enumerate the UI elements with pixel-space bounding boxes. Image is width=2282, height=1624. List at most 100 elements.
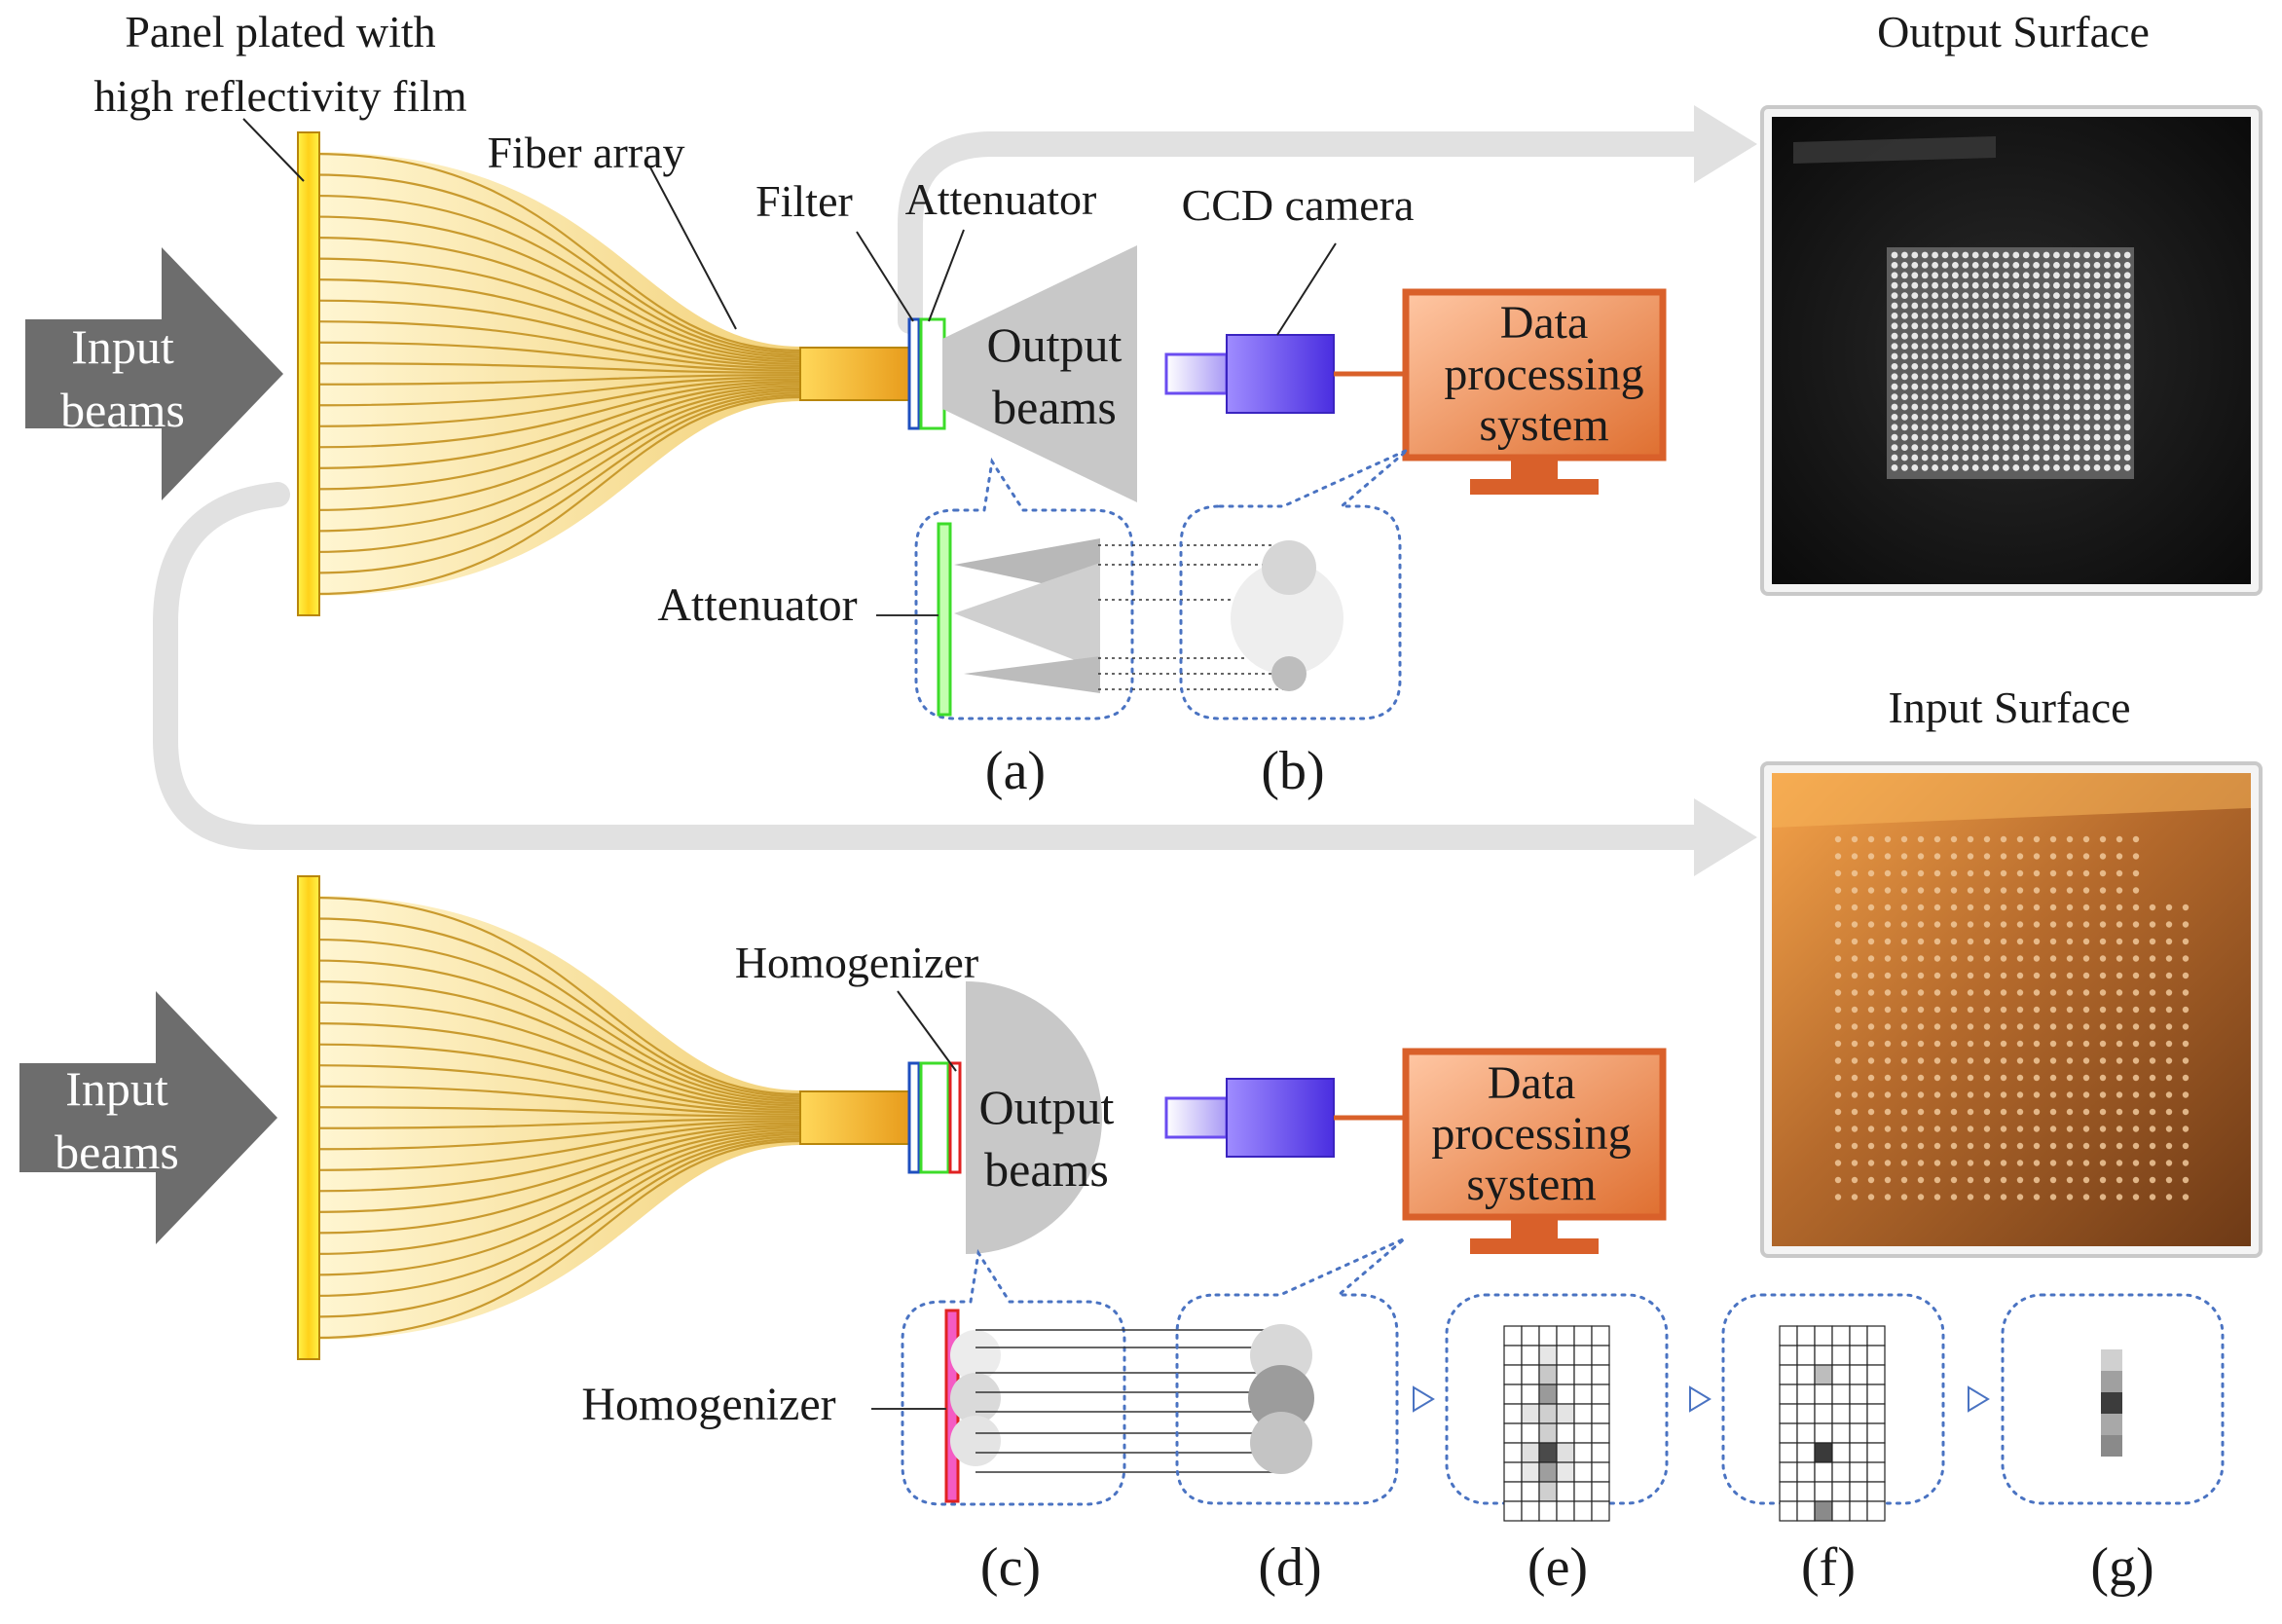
input-dot <box>2049 869 2057 877</box>
input-dot <box>1900 869 1908 877</box>
output-dot <box>2093 433 2101 441</box>
input-dot <box>1851 972 1859 979</box>
output-dot <box>2003 424 2009 431</box>
input-dot <box>2149 1091 2156 1098</box>
output-dot <box>2063 424 2071 431</box>
output-dot <box>1901 281 1908 289</box>
grid-cell <box>1849 1345 1868 1366</box>
output-beams-bottom-line2: beams <box>984 1142 1109 1197</box>
input-dot <box>1917 1160 1925 1166</box>
input-dot <box>2000 1160 2007 1166</box>
output-dot <box>1971 292 1979 299</box>
output-dot <box>1891 363 1898 370</box>
input-dot <box>2116 1194 2123 1200</box>
input-dot <box>2049 955 2057 962</box>
spot-bottom <box>1271 656 1307 691</box>
output-dot <box>2104 262 2111 269</box>
input-dot <box>1950 989 1958 996</box>
input-dot <box>1967 972 1974 979</box>
input-dot <box>2000 869 2007 877</box>
output-dot <box>2104 272 2111 279</box>
homogenizer-top-label: Homogenizer <box>735 938 978 987</box>
output-dot <box>2012 403 2020 411</box>
output-dot <box>2033 363 2041 370</box>
input-dot <box>2016 1160 2024 1166</box>
output-dot <box>2093 454 2101 461</box>
output-dot <box>2022 424 2030 431</box>
output-dot <box>2093 383 2101 390</box>
grid-f-box <box>1721 1293 1945 1505</box>
output-loop-path <box>898 131 1716 334</box>
reflective-panel <box>297 875 320 1360</box>
output-dot <box>2093 352 2101 360</box>
input-dot <box>2099 1006 2107 1014</box>
input-dot <box>1900 835 1908 843</box>
output-beams-top-line1: Output <box>987 317 1123 372</box>
input-dot <box>2099 1142 2107 1150</box>
input-dot <box>1950 1176 1958 1184</box>
input-dot <box>1933 921 1941 928</box>
output-dot <box>1911 403 1919 411</box>
output-dot <box>2033 281 2041 289</box>
output-dot <box>2083 332 2091 340</box>
output-dot <box>2073 414 2080 421</box>
input-dot <box>1917 1194 1925 1200</box>
grid-cell <box>1849 1500 1868 1522</box>
grid-cell <box>1521 1403 1540 1424</box>
output-dot <box>2022 281 2030 289</box>
monitor-base <box>1470 1238 1599 1254</box>
output-dot <box>2114 302 2121 310</box>
output-dot <box>2063 454 2071 461</box>
input-dot <box>2016 1126 2024 1132</box>
input-dot <box>2132 1160 2140 1166</box>
input-dot <box>2099 972 2107 979</box>
output-dot <box>2053 292 2060 299</box>
fiber-line <box>313 385 801 491</box>
input-dot <box>2182 1176 2190 1184</box>
input-dot <box>1933 1091 1941 1098</box>
monitor-screen <box>1402 1048 1667 1221</box>
output-dot <box>2114 322 2121 330</box>
output-dot <box>1891 383 1898 390</box>
output-dot <box>1891 292 1898 299</box>
grid-cell <box>1521 1461 1540 1483</box>
input-dot <box>2149 972 2156 979</box>
output-dot <box>2003 352 2009 360</box>
output-dot <box>2043 414 2050 421</box>
output-dot <box>2114 444 2121 451</box>
input-dot <box>1834 1091 1842 1098</box>
output-dot <box>1932 433 1938 441</box>
input-dot <box>1967 869 1974 877</box>
input-dot <box>1983 1091 1991 1098</box>
output-dot <box>2012 322 2020 330</box>
input-dot <box>2082 869 2090 877</box>
output-dot <box>1962 313 1969 319</box>
input-dot <box>1851 989 1859 996</box>
input-dot <box>1917 904 1925 911</box>
input-dot <box>1884 1194 1892 1200</box>
input-dot <box>2132 887 2140 894</box>
grid-cell <box>1849 1442 1868 1463</box>
output-dot <box>1911 424 1919 431</box>
output-dot <box>2033 393 2041 400</box>
input-dot <box>2000 1057 2007 1064</box>
homogenized-view-inset-bubble <box>1175 1236 1406 1505</box>
input-dot <box>1867 1074 1875 1082</box>
grid-cell <box>1831 1403 1851 1424</box>
input-dot <box>1983 1108 1991 1116</box>
fiber-array-label: Fiber array <box>487 128 684 177</box>
output-dot <box>2063 464 2071 471</box>
output-dot <box>1921 302 1929 310</box>
strip-cell <box>2101 1392 2122 1414</box>
fiber-line <box>313 980 801 1105</box>
input-dot <box>1900 1057 1908 1064</box>
grid-cell <box>1556 1461 1575 1483</box>
grid-cell <box>1779 1364 1798 1385</box>
output-dot <box>2073 383 2080 390</box>
output-dot <box>1962 332 1969 340</box>
output-dot <box>1982 433 1989 441</box>
input-dot <box>2099 921 2107 928</box>
output-dot <box>1941 281 1949 289</box>
output-dot <box>2093 272 2101 279</box>
input-dot <box>2016 1142 2024 1150</box>
